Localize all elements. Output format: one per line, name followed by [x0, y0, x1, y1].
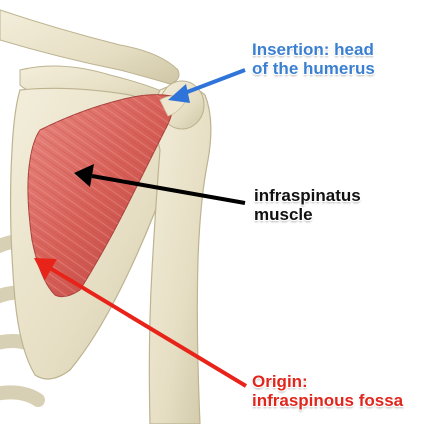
insertion-label-line2: of the humerus [252, 59, 375, 78]
origin-label-line2: infraspinous fossa [252, 391, 404, 410]
muscle-label-line1: infraspinatus [254, 186, 361, 205]
insertion-label: Insertion: head of the humerus [252, 40, 375, 78]
muscle-arrow [74, 164, 246, 205]
insertion-arrow [168, 68, 246, 103]
origin-arrow [34, 258, 248, 388]
origin-label-line1: Origin: [252, 372, 308, 391]
origin-label: Origin: infraspinous fossa [252, 372, 403, 410]
insertion-label-line1: Insertion: head [252, 40, 374, 59]
infraspinatus-muscle [27, 94, 174, 298]
muscle-label: infraspinatus muscle [254, 186, 361, 224]
clavicle-bone [0, 9, 180, 85]
muscle-label-line2: muscle [254, 205, 313, 224]
